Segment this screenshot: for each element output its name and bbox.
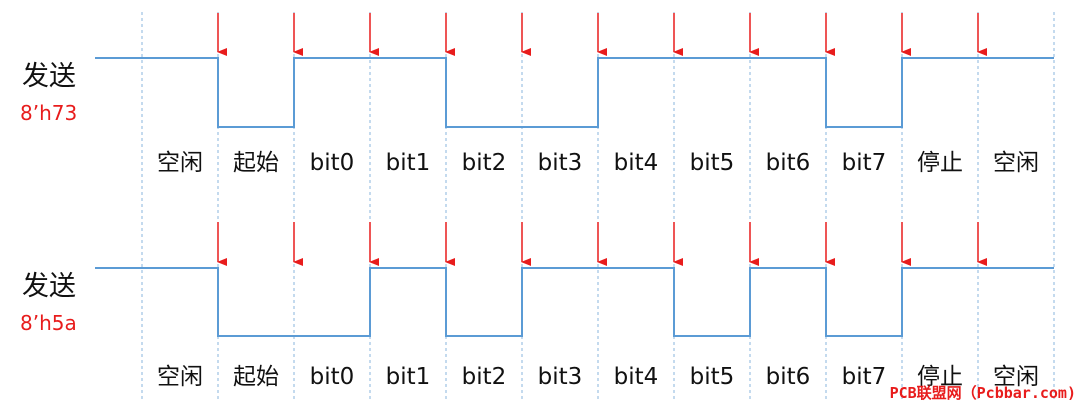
bit-cell-label: bit4 — [614, 364, 659, 390]
bit-cell-label: 停止 — [917, 150, 963, 176]
watermark: PCB联盟网（Pcbbar.com) — [890, 384, 1076, 402]
bit-cell-label: bit5 — [690, 364, 735, 390]
bit-cell-label: bit2 — [462, 150, 507, 176]
bit-cell-label: bit3 — [538, 150, 583, 176]
signal-waveform — [95, 267, 1054, 337]
bit-cell-label: bit7 — [842, 364, 887, 390]
bit-cell-label: bit5 — [690, 150, 735, 176]
sample-arrows — [217, 13, 987, 56]
waveform-row-0x73: 发送 8’h73 空闲 起始 bit0 bit1 bit2 bit3 bit4 bit5 bit… — [20, 13, 1054, 176]
row-title: 发送 — [22, 271, 76, 302]
bit-cell-label: 停止 — [917, 364, 963, 390]
bit-cell-label: bit4 — [614, 150, 659, 176]
bit-cell-labels: 空闲 起始 bit0 bit1 bit2 bit3 bit4 bit5 bit6 bit7 停止 空闲 — [157, 150, 1039, 176]
bit-cell-label: bit0 — [310, 364, 355, 390]
signal-line — [95, 57, 1054, 128]
bit-cell-label: bit3 — [538, 364, 583, 390]
bit-cell-label: 起始 — [233, 150, 279, 176]
signal-waveform — [95, 57, 1054, 128]
waveform-row-0x5a: 发送 8’h5a 空闲 起始 bit0 bit1 bit2 bit3 bit4 bit5 bit… — [20, 222, 1054, 390]
bit-cell-label: bit1 — [386, 150, 431, 176]
bit-cell-label: bit6 — [766, 150, 811, 176]
signal-line — [95, 267, 1054, 337]
bit-cell-label: 空闲 — [157, 364, 203, 390]
bit-cell-label: 空闲 — [993, 150, 1039, 176]
bit-cell-label: bit0 — [310, 150, 355, 176]
bit-cell-label: 空闲 — [157, 150, 203, 176]
bit-cell-label: bit6 — [766, 364, 811, 390]
sample-arrows — [217, 222, 987, 266]
bit-cell-label: bit7 — [842, 150, 887, 176]
bit-cell-labels: 空闲 起始 bit0 bit1 bit2 bit3 bit4 bit5 bit6 bit7 停止 空闲 — [157, 364, 1039, 390]
bit-cell-label: bit1 — [386, 364, 431, 390]
hex-value-label: 8’h73 — [20, 101, 77, 125]
hex-value-label: 8’h5a — [20, 311, 77, 335]
bit-cell-label: 起始 — [233, 364, 279, 390]
row-title: 发送 — [22, 61, 76, 92]
bit-cell-label: bit2 — [462, 364, 507, 390]
bit-cell-label: 空闲 — [993, 364, 1039, 390]
